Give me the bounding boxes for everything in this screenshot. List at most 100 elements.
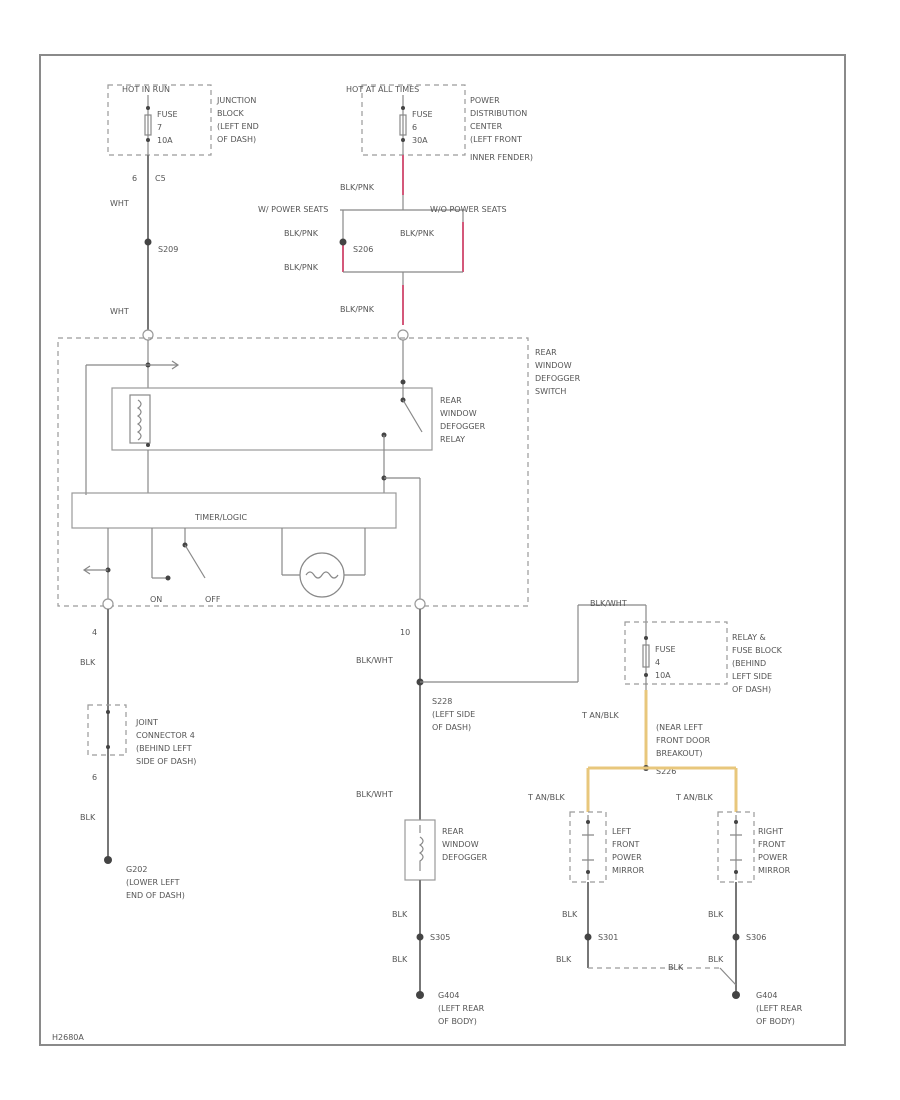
defogger-label-1: REAR bbox=[442, 827, 464, 836]
rfb-label-4: LEFT SIDE bbox=[732, 672, 772, 681]
diagram-frame bbox=[39, 54, 846, 1046]
s226-label-1: (NEAR LEFT bbox=[656, 723, 703, 732]
wire-blk-wht-2: BLK/WHT bbox=[590, 599, 627, 608]
wire-blk-pnk-1: BLK/PNK bbox=[340, 183, 375, 192]
timer-logic-label: TIMER/LOGIC bbox=[194, 513, 247, 522]
relay-label-3: DEFOGGER bbox=[440, 422, 486, 431]
wo-power-seats-label: W/O POWER SEATS bbox=[430, 205, 507, 214]
joint-connector-label-3: (BEHIND LEFT bbox=[136, 744, 192, 753]
wire-blk-pnk-3: BLK/PNK bbox=[400, 229, 435, 238]
indicator-lamp-icon bbox=[299, 552, 345, 598]
g404-b-label-1: G404 bbox=[756, 991, 777, 1000]
fuse-7-amp: 10A bbox=[157, 136, 173, 145]
wire-blk-6: BLK bbox=[556, 955, 572, 964]
left-mirror-label-2: FRONT bbox=[612, 840, 639, 849]
timer-logic-box bbox=[71, 492, 397, 529]
junction-block-label-2: BLOCK bbox=[217, 109, 245, 118]
wire-blk-3: BLK bbox=[392, 910, 408, 919]
splice-s306: S306 bbox=[746, 933, 766, 942]
defogger-switch-box bbox=[57, 337, 529, 607]
figure-code: H2680A bbox=[52, 1033, 84, 1042]
fuse-6-amp: 30A bbox=[412, 136, 428, 145]
g202-label-2: (LOWER LEFT bbox=[126, 878, 180, 887]
wire-blk-1: BLK bbox=[80, 658, 96, 667]
wire-blk-wht-3: BLK/WHT bbox=[356, 790, 393, 799]
right-mirror-label-2: FRONT bbox=[758, 840, 785, 849]
relay-label-2: WINDOW bbox=[440, 409, 477, 418]
switch-off-label: OFF bbox=[205, 595, 221, 604]
fuse-7-name: FUSE bbox=[157, 110, 178, 119]
wire-blk-2: BLK bbox=[80, 813, 96, 822]
right-mirror-label-3: POWER bbox=[758, 853, 788, 862]
pdc-label-3: CENTER bbox=[470, 122, 503, 131]
joint-connector-label-1: JOINT bbox=[135, 718, 158, 727]
pdc-label-2: DISTRIBUTION bbox=[470, 109, 527, 118]
junction-block-fuse-7: HOT IN RUN FUSE 7 10A bbox=[107, 84, 212, 156]
rfb-label-3: (BEHIND bbox=[732, 659, 766, 668]
wire-blk-wht-1: BLK/WHT bbox=[356, 656, 393, 665]
wire-blk-pnk-2: BLK/PNK bbox=[284, 229, 319, 238]
s226-label-2: FRONT DOOR bbox=[656, 736, 711, 745]
splice-s209: S209 bbox=[158, 245, 178, 254]
pdc-label-5: INNER FENDER) bbox=[470, 153, 533, 162]
switch-on-label: ON bbox=[150, 595, 162, 604]
wire-wht-1: WHT bbox=[110, 199, 129, 208]
rfb-label-2: FUSE BLOCK bbox=[732, 646, 783, 655]
wire-blk-7: BLK bbox=[708, 910, 724, 919]
fuse-hot-at-all-times-label: HOT AT ALL TIMES bbox=[346, 85, 419, 94]
fuse-hot-in-run-label: HOT IN RUN bbox=[122, 85, 170, 94]
junction-block-label-3: (LEFT END bbox=[217, 122, 259, 131]
wire-tan-blk-2: T AN/BLK bbox=[527, 793, 566, 802]
left-mirror-label-4: MIRROR bbox=[612, 866, 645, 875]
wire-tan-blk-1: T AN/BLK bbox=[581, 711, 620, 720]
joint-connector-label-2: CONNECTOR 4 bbox=[136, 731, 195, 740]
pin-6-label: 6 bbox=[92, 773, 97, 782]
g404-a-label-3: OF BODY) bbox=[438, 1017, 477, 1026]
right-front-power-mirror bbox=[717, 811, 755, 883]
s228-label-2: (LEFT SIDE bbox=[432, 710, 475, 719]
w-power-seats-label: W/ POWER SEATS bbox=[258, 205, 328, 214]
switch-label-1: REAR bbox=[535, 348, 557, 357]
junction-block-label-1: JUNCTION bbox=[216, 96, 256, 105]
wire-blk-4: BLK bbox=[392, 955, 408, 964]
fuse-6-number: 6 bbox=[412, 123, 417, 132]
pdc-label-1: POWER bbox=[470, 96, 500, 105]
wire-blk-pnk-5: BLK/PNK bbox=[340, 305, 375, 314]
splice-s301: S301 bbox=[598, 933, 618, 942]
g202-label-3: END OF DASH) bbox=[126, 891, 185, 900]
joint-connector-label-4: SIDE OF DASH) bbox=[136, 757, 196, 766]
wire-blk-8: BLK bbox=[708, 955, 724, 964]
left-front-power-mirror bbox=[569, 811, 607, 883]
g404-a-label-2: (LEFT REAR bbox=[438, 1004, 485, 1013]
wire-blk-pnk-4: BLK/PNK bbox=[284, 263, 319, 272]
pin-10-label: 10 bbox=[400, 628, 410, 637]
switch-label-4: SWITCH bbox=[535, 387, 566, 396]
splice-s226: S226 bbox=[656, 767, 676, 776]
fuse-6-name: FUSE bbox=[412, 110, 433, 119]
left-mirror-label-1: LEFT bbox=[612, 827, 631, 836]
rfb-label-5: OF DASH) bbox=[732, 685, 771, 694]
wire-wht-2: WHT bbox=[110, 307, 129, 316]
wire-blk-5: BLK bbox=[562, 910, 578, 919]
rfb-label-1: RELAY & bbox=[732, 633, 766, 642]
splice-s305: S305 bbox=[430, 933, 450, 942]
junction-block-label-4: OF DASH) bbox=[217, 135, 256, 144]
connector-c5: C5 bbox=[155, 174, 166, 183]
g404-a-label-1: G404 bbox=[438, 991, 459, 1000]
relay-fuse-block bbox=[624, 621, 728, 685]
fuse-4-number: 4 bbox=[655, 658, 660, 667]
fuse-4-name: FUSE bbox=[655, 645, 676, 654]
right-mirror-label-4: MIRROR bbox=[758, 866, 791, 875]
wire-tan-blk-3: T AN/BLK bbox=[675, 793, 714, 802]
s228-label-3: OF DASH) bbox=[432, 723, 471, 732]
pdc-label-4: (LEFT FRONT bbox=[470, 135, 522, 144]
joint-connector-4 bbox=[87, 704, 127, 756]
defogger-label-2: WINDOW bbox=[442, 840, 479, 849]
power-distribution-fuse-6: HOT AT ALL TIMES FUSE 6 30A bbox=[346, 84, 466, 156]
s228-label-1: S228 bbox=[432, 697, 452, 706]
switch-label-3: DEFOGGER bbox=[535, 374, 581, 383]
relay-label-4: RELAY bbox=[440, 435, 465, 444]
fuse-7-number: 7 bbox=[157, 123, 162, 132]
defogger-relay-box bbox=[111, 387, 433, 451]
